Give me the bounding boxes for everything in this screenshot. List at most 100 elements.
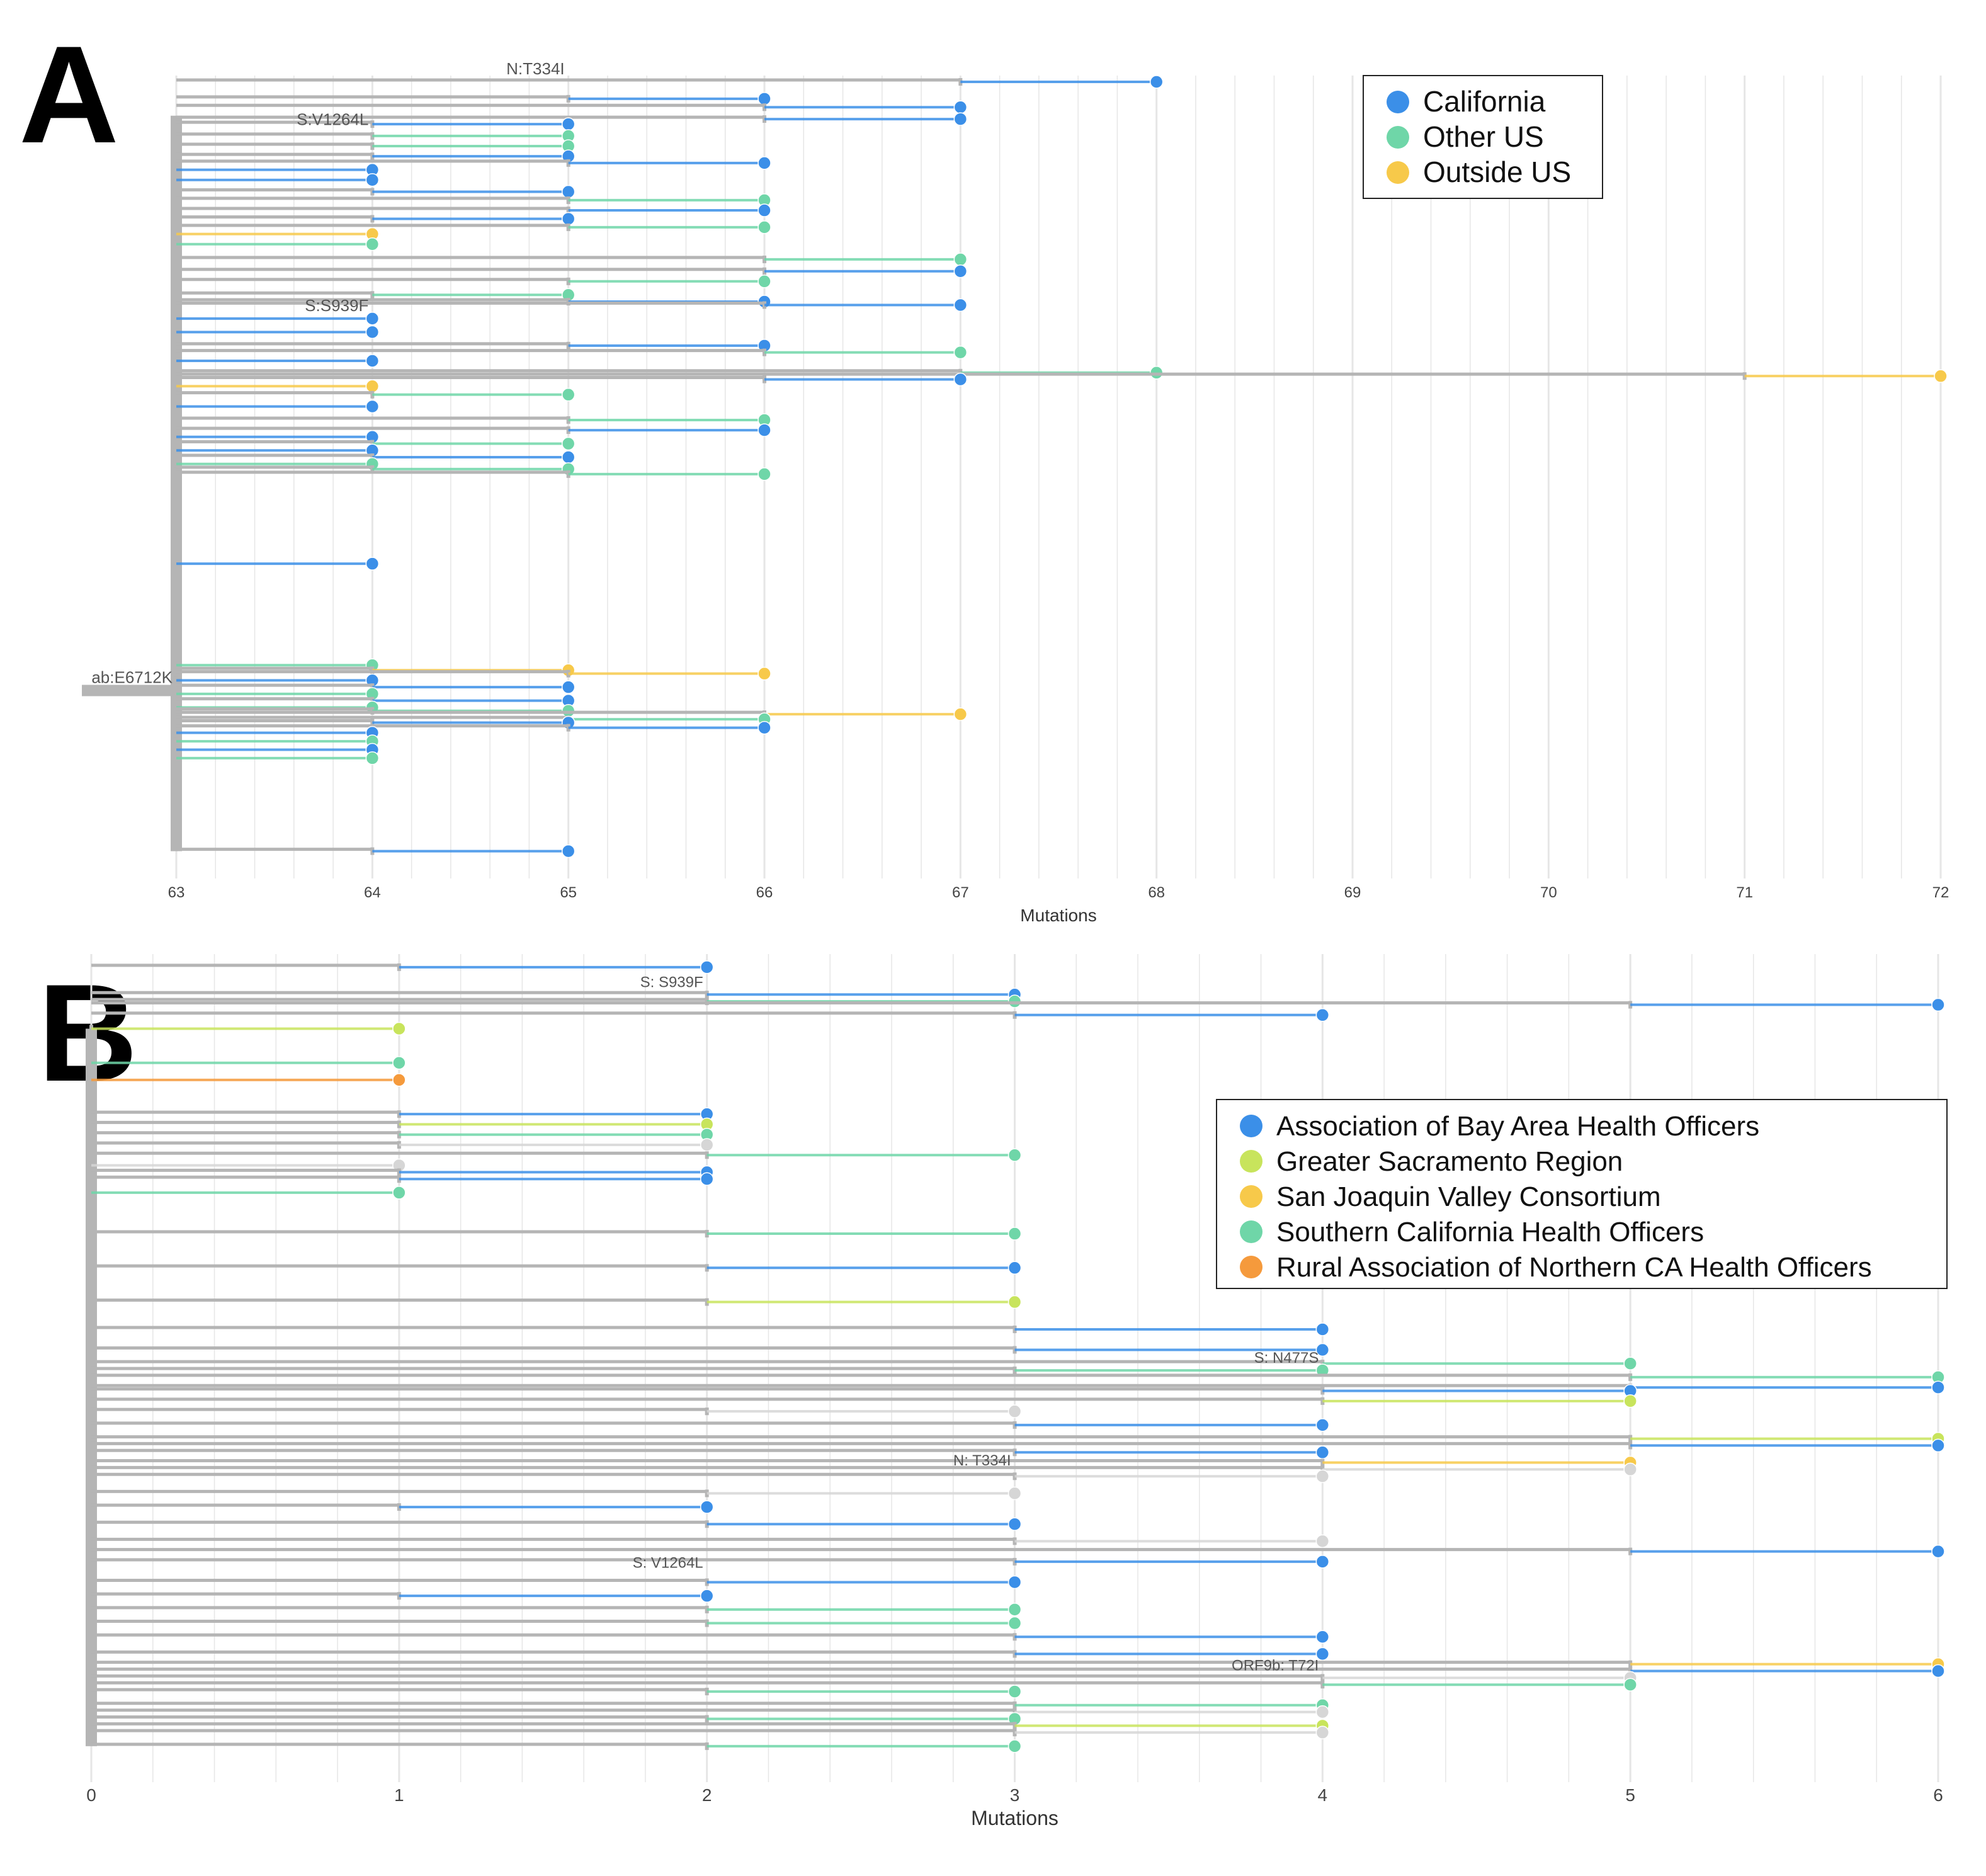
tip-node[interactable] — [1007, 1603, 1022, 1617]
tip-node[interactable] — [953, 253, 968, 266]
tip-node[interactable] — [1007, 1148, 1022, 1163]
x-tick-label: 2 — [702, 1785, 712, 1805]
tip-node[interactable] — [953, 372, 968, 387]
tip-node[interactable] — [1007, 1575, 1022, 1589]
tip-node[interactable] — [758, 467, 771, 481]
tip-node[interactable] — [700, 960, 714, 974]
tip-node[interactable] — [758, 275, 771, 288]
tip-node[interactable] — [365, 237, 380, 251]
tip-node[interactable] — [1623, 1678, 1637, 1691]
tip-node[interactable] — [758, 423, 771, 437]
tip-node[interactable] — [1007, 1517, 1022, 1531]
tip-node[interactable] — [953, 345, 968, 360]
tip-node[interactable] — [1315, 1647, 1330, 1661]
legend-swatch — [1240, 1115, 1263, 1137]
tip-node[interactable] — [392, 1186, 406, 1200]
x-tick-label: 68 — [1148, 884, 1165, 901]
tip-node[interactable] — [1149, 75, 1164, 89]
tip-node[interactable] — [1007, 1616, 1022, 1630]
tip-node[interactable] — [1623, 1462, 1637, 1477]
tip-node[interactable] — [561, 436, 576, 451]
legend-entry: Rural Association of Northern CA Health … — [1276, 1252, 1872, 1283]
tip-node[interactable] — [561, 185, 576, 199]
tip-node[interactable] — [758, 156, 771, 170]
tip-node[interactable] — [365, 325, 380, 339]
tip-node[interactable] — [1315, 1534, 1330, 1549]
tip-node[interactable] — [392, 1056, 406, 1070]
tip-node[interactable] — [1007, 1261, 1022, 1275]
tip-node[interactable] — [1931, 1544, 1945, 1559]
tip-node[interactable] — [758, 203, 771, 217]
tip-node[interactable] — [1315, 1630, 1330, 1644]
tip-node[interactable] — [700, 1589, 714, 1603]
legend-swatch — [1387, 126, 1409, 149]
tip-node[interactable] — [758, 720, 771, 735]
tip-node[interactable] — [1931, 1380, 1945, 1394]
legend-entry: Southern California Health Officers — [1276, 1217, 1704, 1248]
tip-node[interactable] — [953, 707, 968, 721]
tip-node[interactable] — [1315, 1725, 1330, 1739]
tip-node[interactable] — [758, 92, 771, 106]
tip-node[interactable] — [365, 379, 380, 394]
tip-node[interactable] — [365, 312, 380, 326]
tip-node[interactable] — [1315, 1008, 1330, 1022]
tip-node[interactable] — [953, 298, 968, 312]
tip-node[interactable] — [1623, 1356, 1637, 1370]
tip-node[interactable] — [365, 354, 380, 368]
mutation-label: S: V1264L — [633, 1555, 703, 1572]
tip-node[interactable] — [1007, 1227, 1022, 1241]
tip-node[interactable] — [758, 666, 771, 681]
tip-node[interactable] — [365, 173, 380, 187]
tip-node[interactable] — [953, 264, 968, 278]
tip-node[interactable] — [561, 450, 576, 464]
tip-node[interactable] — [1315, 1343, 1330, 1357]
tip-node[interactable] — [365, 557, 380, 571]
tip-node[interactable] — [365, 399, 380, 414]
tip-node[interactable] — [561, 680, 576, 694]
tip-node[interactable] — [1315, 1322, 1330, 1336]
tip-node[interactable] — [1931, 1438, 1945, 1453]
tip-node[interactable] — [1007, 1295, 1022, 1309]
mutation-label: S:V1264L — [297, 110, 368, 129]
x-tick-label: 6 — [1933, 1785, 1943, 1805]
tip-node[interactable] — [700, 1500, 714, 1514]
tip-node[interactable] — [1315, 1445, 1330, 1460]
tip-node[interactable] — [561, 387, 576, 402]
tip-node[interactable] — [1623, 1394, 1637, 1408]
tip-node[interactable] — [1007, 1685, 1022, 1698]
tip-node[interactable] — [1315, 1418, 1330, 1432]
legend-swatch — [1240, 1256, 1263, 1278]
x-tick-label: 71 — [1736, 884, 1753, 901]
tip-node[interactable] — [365, 751, 380, 765]
tip-node[interactable] — [1007, 1404, 1022, 1418]
tip-node[interactable] — [392, 1021, 406, 1036]
tip-node[interactable] — [1007, 1739, 1022, 1753]
tip-node[interactable] — [1007, 1486, 1022, 1501]
tip-node[interactable] — [1934, 369, 1948, 383]
tip-node[interactable] — [953, 100, 968, 115]
legend-entry: Greater Sacramento Region — [1276, 1146, 1623, 1177]
x-tick-label: 72 — [1932, 884, 1949, 901]
tip-node[interactable] — [1315, 1705, 1330, 1719]
tip-node[interactable] — [1931, 1664, 1945, 1678]
x-tick-label: 67 — [952, 884, 969, 901]
tip-node[interactable] — [700, 1172, 714, 1186]
tip-node[interactable] — [758, 220, 771, 234]
mutation-label: ORF9b: T72I — [1232, 1657, 1319, 1674]
x-tick-label: 0 — [86, 1785, 96, 1805]
legend-swatch — [1240, 1220, 1263, 1243]
tip-node[interactable] — [561, 844, 576, 858]
x-tick-label: 64 — [364, 884, 381, 901]
tip-node[interactable] — [561, 117, 576, 131]
legend-entry: California — [1423, 85, 1546, 118]
tip-node[interactable] — [1315, 1555, 1330, 1569]
tip-node[interactable] — [392, 1073, 406, 1087]
tip-node[interactable] — [1315, 1469, 1330, 1484]
tip-node[interactable] — [561, 212, 576, 226]
tip-node[interactable] — [700, 1138, 714, 1152]
tip-node[interactable] — [1931, 998, 1945, 1012]
tip-node[interactable] — [953, 112, 968, 126]
